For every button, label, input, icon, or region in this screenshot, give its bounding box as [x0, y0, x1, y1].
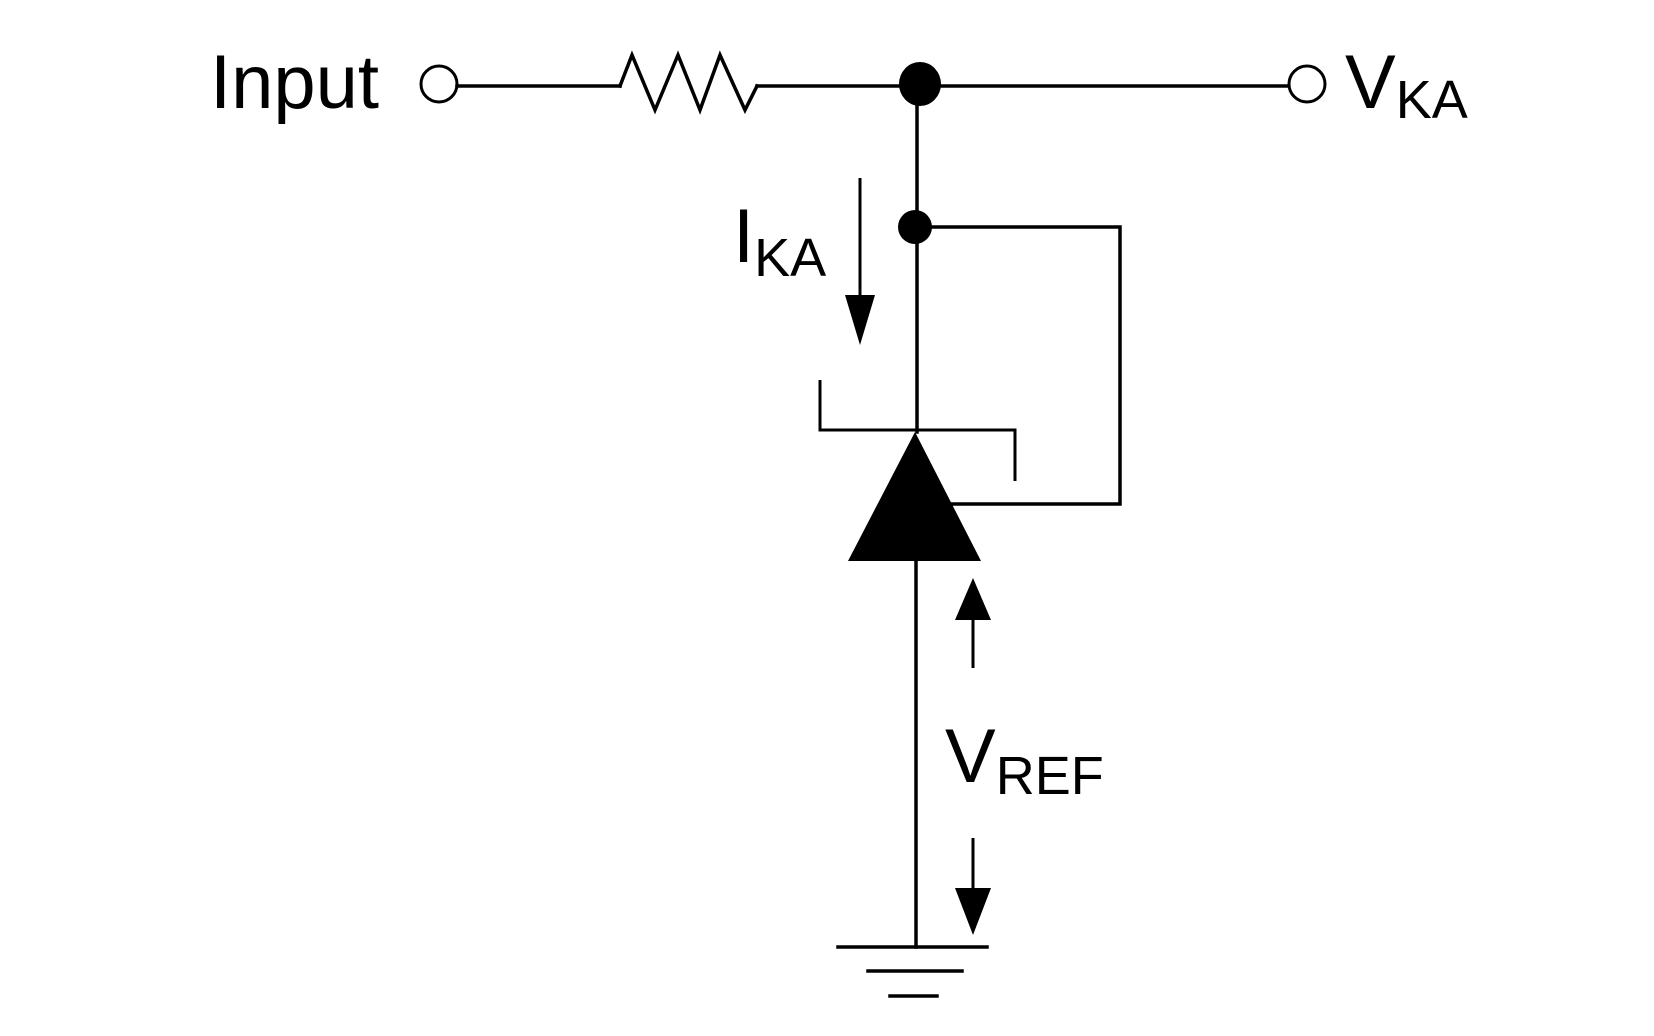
ref-feedback-wire	[915, 225, 1122, 506]
ref-junction-dot	[898, 210, 932, 244]
vka-subscript: KA	[1396, 70, 1468, 130]
vref-main: V	[945, 714, 996, 799]
vka-label: VKA	[1345, 40, 1468, 130]
series-resistor	[617, 50, 760, 115]
ground-icon	[836, 945, 989, 998]
vref-label: VREF	[945, 714, 1104, 806]
vref-up-arrow-icon	[955, 578, 991, 668]
ika-label: IKA	[733, 194, 826, 288]
regulator-triangle	[848, 432, 981, 561]
vref-subscript: REF	[996, 746, 1104, 806]
output-terminal	[1287, 64, 1327, 104]
top-junction-dot	[899, 62, 941, 106]
ika-arrow-icon	[845, 178, 875, 345]
ika-main: I	[733, 194, 754, 279]
vka-main: V	[1345, 40, 1396, 125]
input-label: Input	[210, 40, 379, 125]
regulator-cathode-bar	[818, 380, 1017, 481]
ika-subscript: KA	[754, 228, 826, 288]
input-terminal	[419, 64, 459, 104]
vref-down-arrow-icon	[955, 838, 991, 935]
